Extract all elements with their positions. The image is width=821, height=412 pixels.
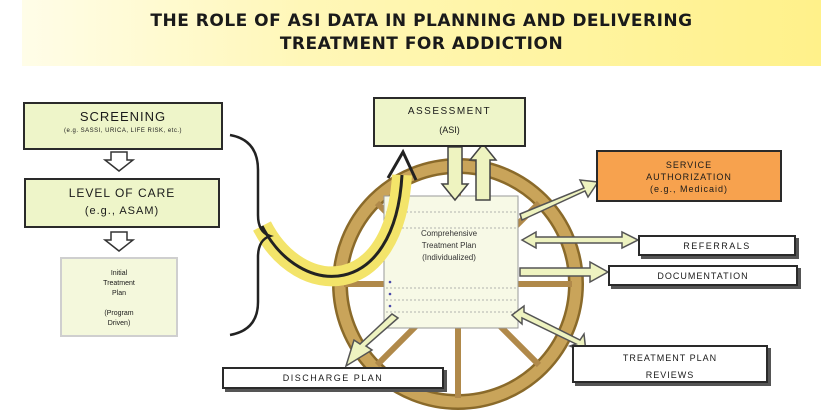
- brace: [229, 133, 274, 337]
- documentation-arrow: [519, 260, 610, 284]
- assessment-up-arrow: [468, 142, 498, 201]
- diagram-title: THE ROLE OF ASI DATA IN PLANNING AND DEL…: [22, 10, 821, 56]
- documentation-label: DOCUMENTATION: [657, 271, 749, 281]
- discharge-plan-box: DISCHARGE PLAN: [222, 367, 444, 389]
- initial-plan-line: Driven): [107, 320, 131, 327]
- screening-label: SCREENING: [79, 109, 167, 124]
- initial-plan-line: (Program: [104, 310, 134, 317]
- discharge-plan-label: DISCHARGE PLAN: [282, 373, 384, 383]
- assessment-down-arrow: [440, 146, 470, 202]
- treatment-plan-line: Comprehensive: [420, 229, 478, 238]
- initial-plan-line: [62, 299, 176, 309]
- initial-plan-box: Initial Treatment Plan (Program Driven): [60, 257, 178, 337]
- treatment-plan-document: [383, 195, 519, 329]
- documentation-box: DOCUMENTATION: [608, 265, 798, 286]
- initial-plan-line: Treatment: [103, 280, 135, 287]
- referrals-box: REFERRALS: [638, 235, 796, 256]
- title-line-1: THE ROLE OF ASI DATA IN PLANNING AND DEL…: [150, 11, 693, 31]
- screening-box: SCREENING (e.g. SASSI, URICA, LIFE RISK,…: [23, 102, 223, 150]
- assessment-box: ASSESSMENT (ASI): [373, 97, 526, 147]
- service-authorization-line: (e.g., Medicaid): [649, 184, 729, 194]
- reviews-line: TREATMENT PLAN: [622, 353, 718, 363]
- reviews-line: REVIEWS: [645, 370, 695, 380]
- assessment-label: ASSESSMENT: [407, 106, 492, 117]
- treatment-plan-line: (Individualized): [422, 253, 476, 262]
- level-of-care-box: LEVEL OF CARE (e.g., ASAM): [24, 178, 220, 228]
- feedback-curve-arrow: [253, 148, 418, 287]
- service-authorization-line: AUTHORIZATION: [646, 172, 732, 182]
- treatment-plan-reviews-box: TREATMENT PLAN REVIEWS: [572, 345, 768, 383]
- level-of-care-sublabel: (e.g., ASAM): [84, 205, 160, 217]
- title-line-2: TREATMENT FOR ADDICTION: [279, 34, 564, 54]
- referrals-label: REFERRALS: [683, 241, 751, 251]
- referrals-arrow: [520, 230, 640, 250]
- title-band: [22, 0, 821, 66]
- initial-plan-line: Plan: [111, 290, 126, 297]
- treatment-plan-line: Treatment Plan: [421, 241, 477, 250]
- treatment-plan-text: Comprehensive Treatment Plan (Individual…: [384, 228, 514, 264]
- service-authorization-line: SERVICE: [665, 160, 713, 170]
- down-arrow-2: [102, 231, 136, 252]
- level-of-care-label: LEVEL OF CARE: [68, 186, 176, 200]
- discharge-arrow: [344, 313, 400, 368]
- service-authorization-box: SERVICE AUTHORIZATION (e.g., Medicaid): [596, 150, 782, 202]
- assessment-sublabel: (ASI): [439, 125, 460, 135]
- screening-sublabel: (e.g. SASSI, URICA, LIFE RISK, etc.): [63, 128, 183, 134]
- initial-plan-line: Initial: [110, 270, 128, 277]
- service-arrow: [519, 179, 600, 222]
- down-arrow-1: [102, 151, 136, 172]
